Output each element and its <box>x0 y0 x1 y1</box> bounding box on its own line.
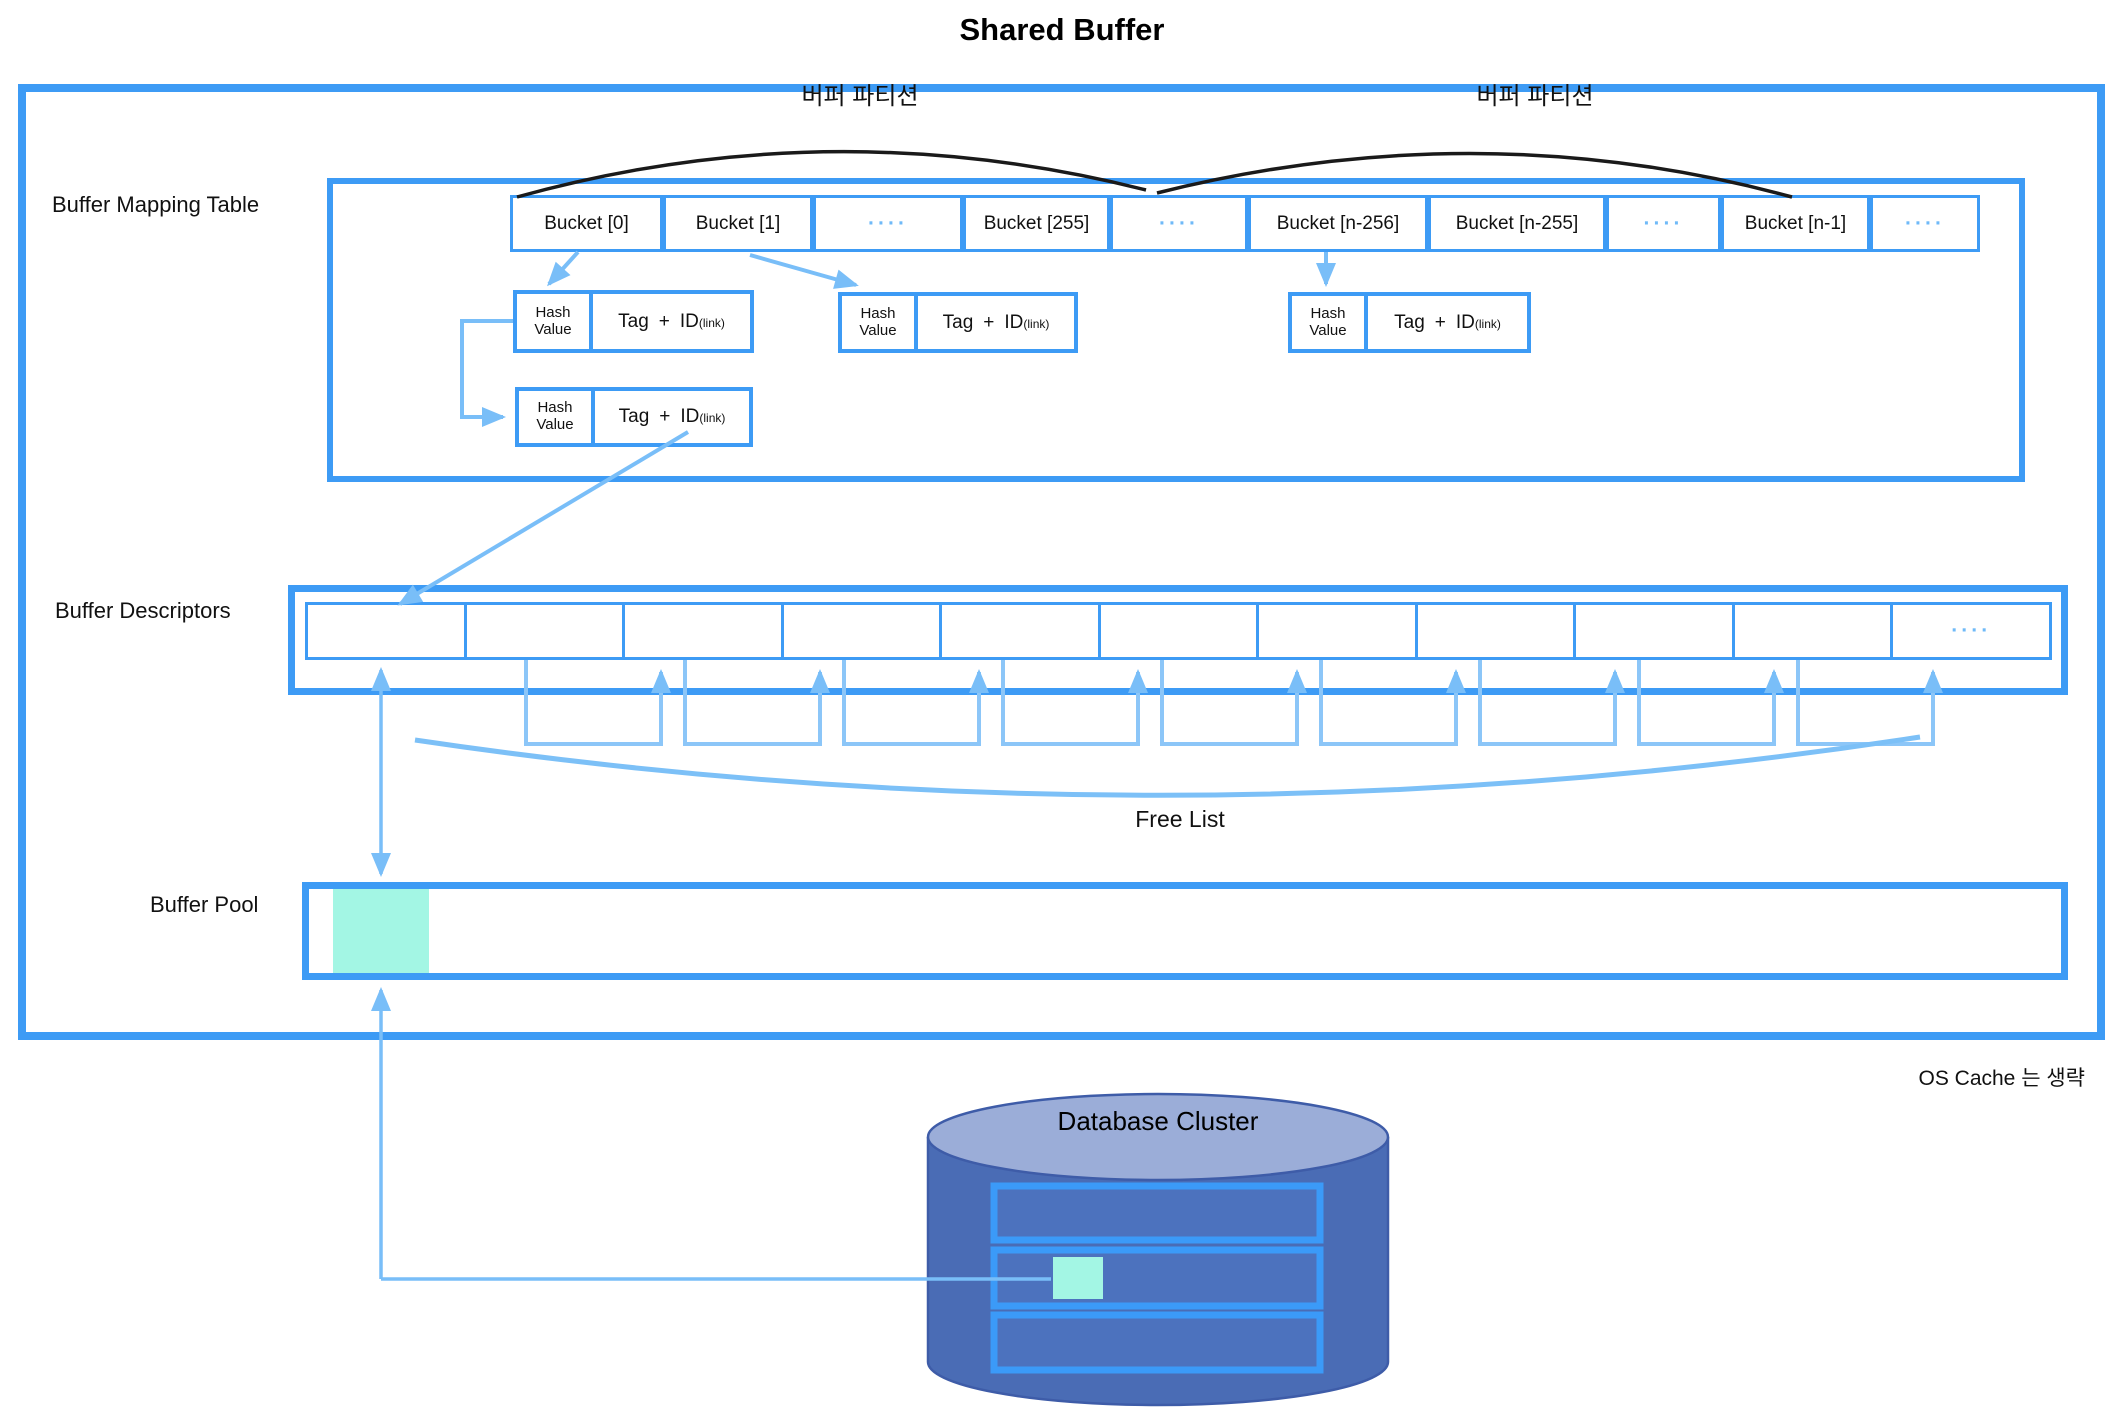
descriptor-dots-cell: ···· <box>1890 602 2053 660</box>
descriptor-cell <box>305 602 467 660</box>
link-subscript: (link) <box>699 411 726 425</box>
bucket-cell: Bucket [1] <box>663 195 813 252</box>
id-label: ID <box>679 310 699 332</box>
tag-label: Tag <box>618 310 649 332</box>
hash-label: Hash <box>860 304 896 322</box>
value-label: Value <box>859 321 897 339</box>
partition-label-left: 버퍼 파티션 <box>801 83 919 110</box>
link-subscript: (link) <box>1023 316 1050 331</box>
pool-used-page-cell <box>333 889 429 973</box>
buffer-pool-label: Buffer Pool <box>150 892 259 917</box>
tag-label: Tag <box>942 311 974 333</box>
bucket-cell: Bucket [0] <box>510 195 663 252</box>
descriptor-cell <box>939 602 1101 660</box>
descriptor-cell <box>463 602 626 660</box>
plus-sign: + <box>1434 311 1446 333</box>
page-title: Shared Buffer <box>959 12 1165 47</box>
tag-id-cell: Tag + ID(link) <box>914 292 1078 353</box>
hash-label: Hash <box>537 399 573 417</box>
bucket-dots-cell: ···· <box>1606 195 1721 252</box>
partition-label-right: 버퍼 파티션 <box>1476 83 1594 110</box>
value-label: Value <box>1309 321 1347 339</box>
buffer-mapping-table-label: Buffer Mapping Table <box>52 192 260 217</box>
bucket-cell: Bucket [255] <box>963 195 1110 252</box>
value-label: Value <box>536 416 574 433</box>
buffer-pool-box <box>302 882 2068 980</box>
db-file-bar <box>990 1182 1324 1244</box>
db-file-bar <box>990 1246 1324 1310</box>
plus-sign: + <box>658 310 670 332</box>
tag-id-cell: Tag + ID(link) <box>591 387 753 447</box>
buffer-descriptors-label: Buffer Descriptors <box>55 598 231 623</box>
descriptor-cell <box>1256 602 1418 660</box>
tag-label: Tag <box>1394 311 1425 333</box>
descriptor-cell <box>1097 602 1260 660</box>
plus-sign: + <box>983 311 995 333</box>
bucket-cell: Bucket [n-1] <box>1721 195 1870 252</box>
descriptor-cell <box>622 602 784 660</box>
descriptor-cell <box>1573 602 1735 660</box>
id-label: ID <box>1004 311 1024 333</box>
bucket-dots-cell: ···· <box>1870 195 1980 252</box>
value-label: Value <box>534 320 572 338</box>
db-file-bar <box>990 1311 1324 1374</box>
database-cluster-label: Database Cluster <box>1057 1106 1259 1136</box>
plus-sign: + <box>659 406 671 427</box>
link-subscript: (link) <box>698 315 725 330</box>
database-cylinder-body <box>926 1137 1390 1407</box>
bucket-cell: Bucket [n-255] <box>1428 195 1606 252</box>
bucket-dots-cell: ···· <box>1110 195 1248 252</box>
shared-buffer-outer-box <box>18 84 2105 1040</box>
bucket-cell: Bucket [n-256] <box>1248 195 1428 252</box>
tag-id-cell: Tag + ID(link) <box>1364 292 1531 353</box>
id-label: ID <box>680 406 700 427</box>
id-label: ID <box>1455 311 1475 333</box>
descriptor-cell <box>1414 602 1577 660</box>
hash-label: Hash <box>1310 304 1346 322</box>
link-subscript: (link) <box>1474 316 1501 331</box>
free-list-label: Free List <box>1135 806 1225 832</box>
bucket-dots-cell: ···· <box>813 195 963 252</box>
tag-label: Tag <box>618 406 650 427</box>
os-cache-note: OS Cache 는 생략 <box>1918 1067 2085 1090</box>
descriptor-cell <box>780 602 943 660</box>
db-page-highlight-cell <box>1053 1257 1103 1299</box>
hash-label: Hash <box>535 303 571 321</box>
descriptor-row: ···· <box>305 602 2053 660</box>
descriptor-cell <box>1731 602 1894 660</box>
tag-id-cell: Tag + ID(link) <box>589 290 754 353</box>
bucket-row: Bucket [0] Bucket [1] ···· Bucket [255] … <box>510 195 1980 252</box>
